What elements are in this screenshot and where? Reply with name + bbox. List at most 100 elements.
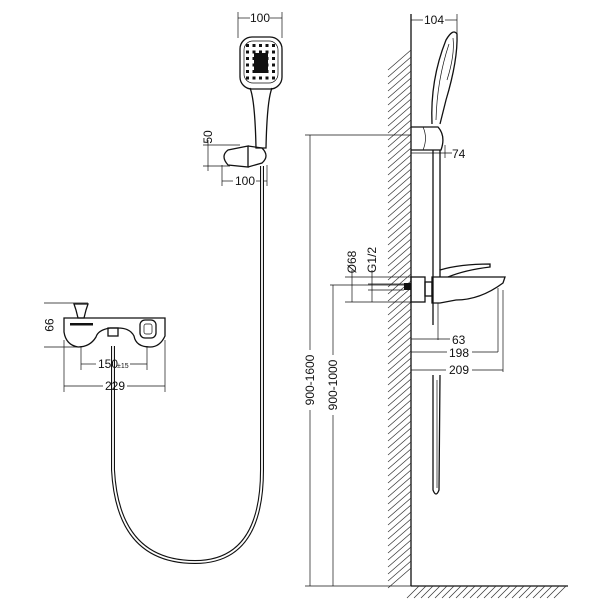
- hatch-line: [387, 175, 412, 197]
- hatch-line: [387, 182, 412, 204]
- hatch-line: [387, 238, 412, 260]
- dim-tolerance: ±15: [117, 363, 129, 370]
- nozzle: [252, 50, 256, 54]
- holder-side: [411, 126, 444, 151]
- hatch-line: [387, 322, 412, 344]
- dim-spout-depth: 209: [411, 290, 504, 377]
- nozzle: [272, 57, 275, 60]
- hatch-line: [387, 511, 412, 533]
- hatch-line: [387, 350, 412, 372]
- hatch-line: [387, 427, 412, 449]
- hatch-line: [387, 483, 412, 505]
- hatch-line: [387, 441, 412, 463]
- wall: [387, 14, 568, 599]
- dim-label: 900-1600: [303, 354, 317, 405]
- hatch-line: [387, 252, 412, 274]
- dim-label: 100: [235, 174, 255, 188]
- hatch-line: [387, 357, 412, 379]
- nozzle: [252, 44, 256, 47]
- nozzle: [265, 44, 269, 47]
- nozzle: [259, 50, 262, 54]
- hatch-line: [387, 532, 412, 554]
- hatch-line: [387, 525, 412, 547]
- dim-label: 150: [98, 357, 118, 371]
- dim-label: 99: [42, 318, 56, 332]
- hatch-line: [387, 77, 412, 99]
- hatch-line: [387, 119, 412, 141]
- nozzle: [246, 50, 249, 54]
- dim-label: 74: [452, 147, 466, 161]
- dim-label: G1/2: [365, 247, 379, 273]
- hatch-line: [490, 585, 504, 599]
- hatch-line: [497, 585, 511, 599]
- hatch-line: [455, 585, 469, 599]
- dim-handshower-width: 100: [237, 11, 283, 38]
- dim-label: Ø68: [345, 250, 359, 273]
- hatch-line: [387, 189, 412, 211]
- nozzle: [265, 50, 269, 54]
- hatch-line: [387, 378, 412, 400]
- hatch-line: [387, 364, 412, 386]
- hatch-line: [387, 63, 412, 85]
- hatch-line: [525, 585, 539, 599]
- hatch-line: [387, 469, 412, 491]
- handshower-front: [239, 36, 283, 149]
- hatch-line: [387, 91, 412, 113]
- handshower-holder-front: [223, 145, 267, 168]
- hatch-line: [387, 133, 412, 155]
- dim-holder-depth: 74: [411, 145, 466, 161]
- hatch-line: [387, 308, 412, 330]
- dim-label: 63: [452, 333, 466, 347]
- dim-label: 229: [105, 379, 125, 393]
- hatch-line: [387, 210, 412, 232]
- hatch-line: [387, 567, 412, 589]
- dim-holder-width: 100: [221, 165, 268, 188]
- nozzle: [265, 76, 269, 80]
- hatch-line: [387, 231, 412, 253]
- nozzle: [272, 70, 275, 73]
- hatch-line: [387, 98, 412, 120]
- nozzle: [246, 70, 249, 73]
- nozzle: [272, 63, 275, 67]
- dim-label: 100: [250, 11, 270, 25]
- nozzle: [252, 76, 256, 80]
- dim-mixer-depth: 198: [411, 346, 498, 360]
- hatch-line: [387, 553, 412, 575]
- hatch-line: [387, 224, 412, 246]
- dim-label: 50: [201, 130, 215, 144]
- hatch-line: [387, 497, 412, 519]
- hatch-line: [387, 371, 412, 393]
- hatch-line: [387, 476, 412, 498]
- hatch-line: [387, 504, 412, 526]
- dim-rail-offset: 63: [411, 333, 466, 347]
- hatch-line: [387, 294, 412, 316]
- hatch-line: [504, 585, 518, 599]
- dim-holder-height: 50: [201, 130, 240, 171]
- nozzle: [246, 44, 249, 47]
- hatch-line: [387, 455, 412, 477]
- hatch-line: [387, 287, 412, 309]
- hatch-line: [546, 585, 560, 599]
- hatch-line: [448, 585, 462, 599]
- hatch-line: [387, 56, 412, 78]
- hatch-line: [387, 245, 412, 267]
- dim-thread: G1/2: [365, 247, 404, 302]
- hatch-line: [553, 585, 567, 599]
- hatch-line: [387, 196, 412, 218]
- nozzle: [246, 57, 249, 60]
- hatch-line: [387, 154, 412, 176]
- dim-label: 104: [424, 13, 444, 27]
- slide-rail: [432, 150, 441, 495]
- mixer-front: [63, 303, 166, 348]
- shower-hose: [111, 166, 264, 565]
- dim-mixer-width: 229: [63, 340, 166, 393]
- hatch-line: [387, 49, 412, 71]
- hatch-line: [539, 585, 553, 599]
- nozzle: [259, 44, 262, 47]
- dim-holder-height-range: 900-1600: [303, 134, 411, 586]
- hatch-line: [387, 413, 412, 435]
- nozzle: [259, 76, 262, 80]
- hatch-line: [387, 70, 412, 92]
